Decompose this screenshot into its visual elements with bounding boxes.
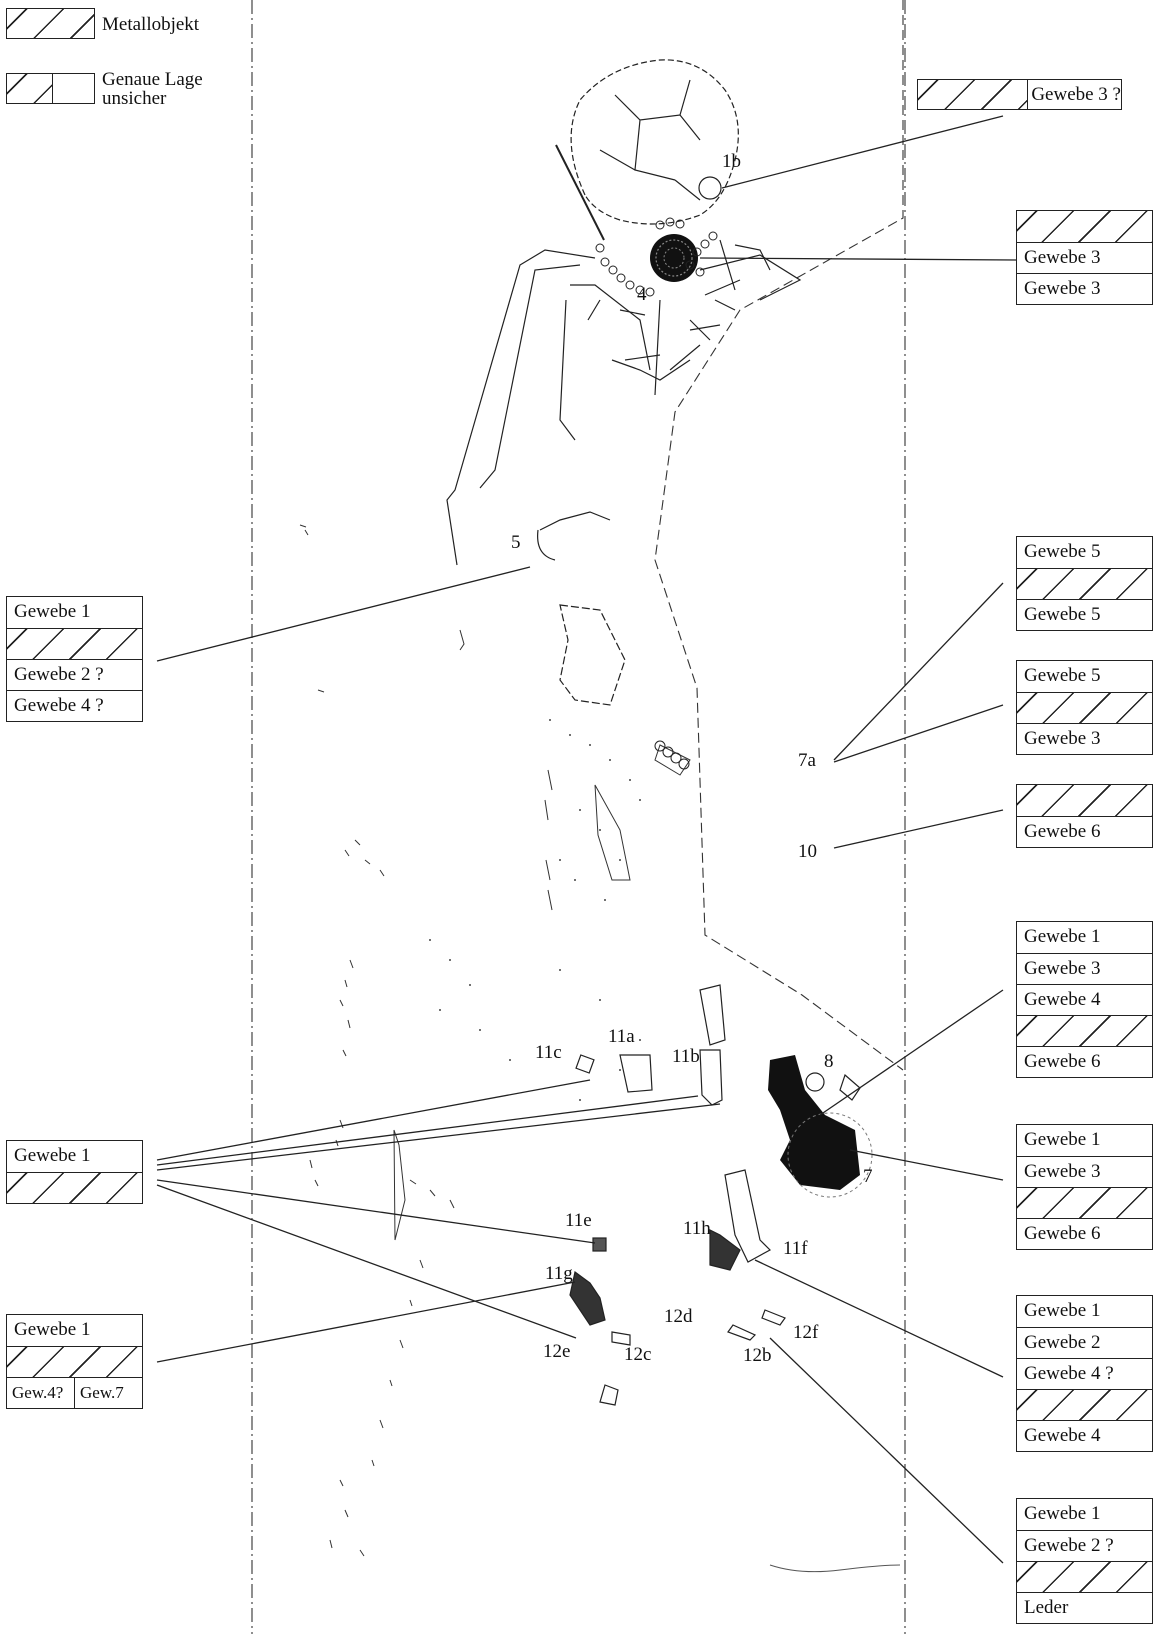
object-7-8 [768, 1055, 873, 1198]
pelvis [537, 511, 626, 706]
box-1b: Gewebe 3 ? [917, 79, 1122, 110]
label-4: 4 [637, 284, 647, 305]
box-11f-row1: Gewebe 2 [1017, 1327, 1152, 1358]
box-12b: Gewebe 1 Gewebe 2 ? Leder [1016, 1498, 1153, 1624]
box-10: Gewebe 6 [1016, 784, 1153, 848]
label-11a: 11a [608, 1026, 635, 1047]
label-8: 8 [824, 1051, 834, 1072]
box-10-row1: Gewebe 6 [1017, 816, 1152, 847]
box-5: Gewebe 1 Gewebe 2 ? Gewebe 4 ? [6, 596, 143, 722]
box-4: Gewebe 3 Gewebe 3 [1016, 210, 1153, 305]
box-11f: Gewebe 1 Gewebe 2 Gewebe 4 ? Gewebe 4 [1016, 1295, 1153, 1452]
box-12b-row0: Gewebe 1 [1024, 1503, 1101, 1524]
label-11b: 11b [672, 1046, 700, 1067]
box-11f-row2: Gewebe 4 ? [1017, 1358, 1152, 1389]
skull [570, 59, 739, 225]
bottom-edge [769, 1564, 901, 1573]
box-11-metal [7, 1172, 142, 1203]
box-11-row0: Gewebe 1 [14, 1145, 91, 1166]
label-11e: 11e [565, 1210, 592, 1231]
objects-11-12 [569, 984, 786, 1406]
box-7-row1: Gewebe 3 [1017, 1156, 1152, 1187]
label-12b: 12b [743, 1345, 772, 1366]
legend-metal-label: Metallobjekt [102, 14, 200, 35]
lower-body [544, 744, 691, 911]
box-7a-1: Gewebe 5 Gewebe 5 [1016, 536, 1153, 631]
label-7: 7 [863, 1166, 873, 1187]
bead-row [654, 740, 690, 770]
label-11g: 11g [545, 1263, 573, 1284]
box-5-row2: Gewebe 2 ? [7, 659, 142, 690]
skeleton [446, 249, 802, 566]
box-12b-row1: Gewebe 2 ? [1017, 1530, 1152, 1561]
box-8-row1: Gewebe 3 [1017, 953, 1152, 984]
box-12b-metal [1017, 1561, 1152, 1592]
box-5-row0: Gewebe 1 [14, 601, 91, 622]
box-7-metal [1017, 1187, 1152, 1218]
legend-uncertain-label: Genaue Lage unsicher [102, 69, 203, 109]
box-11g-row0: Gewebe 1 [14, 1319, 91, 1340]
box-5-row3: Gewebe 4 ? [7, 690, 142, 721]
label-1b: 1b [722, 151, 741, 172]
box-11g: Gewebe 1 Gew.4? Gew.7 [6, 1314, 143, 1409]
label-12e: 12e [543, 1341, 571, 1362]
box-7a-2-row0: Gewebe 5 [1024, 665, 1101, 686]
box-11g-row2a: Gew.4? [12, 1383, 64, 1402]
legend-metal-swatch [6, 8, 95, 39]
box-7: Gewebe 1 Gewebe 3 Gewebe 6 [1016, 1124, 1153, 1250]
ribs [689, 239, 771, 331]
box-4-row1: Gewebe 3 [1017, 242, 1152, 273]
box-7a-2-row2: Gewebe 3 [1017, 723, 1152, 754]
label-12f: 12f [793, 1322, 819, 1343]
stick-left [555, 144, 605, 241]
box-11f-row4: Gewebe 4 [1017, 1420, 1152, 1451]
label-11c: 11c [535, 1042, 562, 1063]
box-12b-row3: Leder [1017, 1592, 1152, 1623]
box-4-row2: Gewebe 3 [1017, 273, 1152, 304]
box-7a-1-metal [1017, 568, 1152, 599]
object-1b [698, 176, 722, 200]
box-7a-2: Gewebe 5 Gewebe 3 [1016, 660, 1153, 755]
label-12d: 12d [664, 1306, 693, 1327]
box-11g-metal [7, 1346, 142, 1377]
label-7a: 7a [798, 750, 816, 771]
left-scatter [299, 524, 465, 1557]
label-12c: 12c [624, 1344, 652, 1365]
box-8-row2: Gewebe 4 [1017, 984, 1152, 1015]
box-10-metal [1017, 785, 1152, 816]
box-11g-row2b: Gew.7 [74, 1378, 142, 1408]
textile-dots [429, 719, 641, 1101]
beads [595, 217, 718, 297]
label-5: 5 [511, 532, 521, 553]
box-8-metal [1017, 1015, 1152, 1046]
pit-outline [654, 0, 904, 1071]
box-7a-1-row0: Gewebe 5 [1024, 541, 1101, 562]
box-11f-metal [1017, 1389, 1152, 1420]
box-7-row3: Gewebe 6 [1017, 1218, 1152, 1249]
object-4-disc [650, 234, 698, 282]
leader-lines [156, 115, 1017, 1564]
box-7-row0: Gewebe 1 [1024, 1129, 1101, 1150]
label-11h: 11h [683, 1218, 711, 1239]
box-7a-2-metal [1017, 692, 1152, 723]
legend-uncertain-swatch [6, 73, 95, 104]
box-8-row4: Gewebe 6 [1017, 1046, 1152, 1077]
label-10: 10 [798, 841, 817, 862]
box-11: Gewebe 1 [6, 1140, 143, 1204]
box-11g-split: Gew.4? Gew.7 [7, 1377, 142, 1408]
box-4-metal [1017, 211, 1152, 242]
box-8: Gewebe 1 Gewebe 3 Gewebe 4 Gewebe 6 [1016, 921, 1153, 1078]
box-5-metal [7, 628, 142, 659]
box-11f-row0: Gewebe 1 [1024, 1300, 1101, 1321]
box-8-row0: Gewebe 1 [1024, 926, 1101, 947]
label-11f: 11f [783, 1238, 808, 1259]
box-7a-1-row2: Gewebe 5 [1017, 599, 1152, 630]
grave-outline [251, 0, 906, 1634]
box-1b-text: Gewebe 3 ? [1031, 84, 1121, 105]
